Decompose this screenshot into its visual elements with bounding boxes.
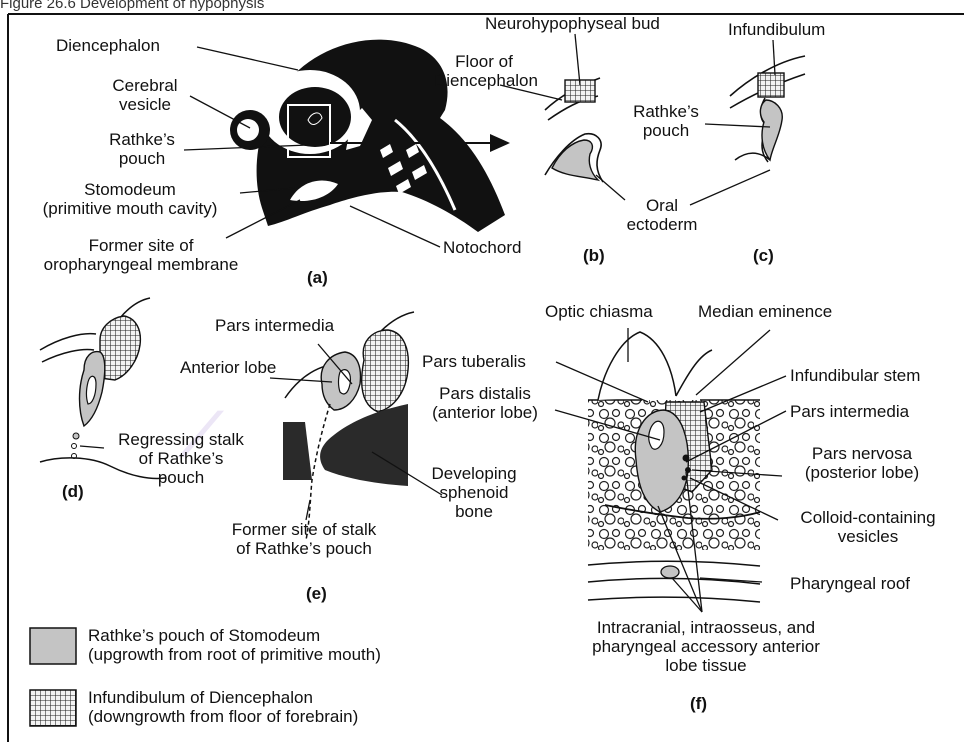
label-colloid-line2: vesicles: [780, 527, 956, 546]
label-sphenoid-line3: bone: [430, 502, 518, 521]
label-anterior-lobe: Anterior lobe: [180, 358, 276, 377]
label-accessory-line2: pharyngeal accessory anterior: [556, 637, 856, 656]
label-rathkes-pouch-bc-line2: pouch: [625, 121, 707, 140]
panel-a-tag: (a): [307, 268, 328, 287]
legend-rathke-swatch: [30, 628, 76, 664]
label-pars-distalis: Pars distalis (anterior lobe): [416, 384, 554, 422]
panel-e-tag: (e): [306, 584, 327, 603]
label-stomodeum-line2: (primitive mouth cavity): [22, 199, 238, 218]
label-rathkes-pouch-bc-line1: Rathke’s: [625, 102, 707, 121]
label-pars-nervosa: Pars nervosa (posterior lobe): [782, 444, 942, 482]
header-cut-text: Figure 26.6 Development of hypophysis: [0, 0, 420, 14]
label-floor-of-diencephalon: Floor of Diencephalon: [434, 52, 534, 90]
label-stomodeum-line1: Stomodeum: [22, 180, 238, 199]
legend-infundibulum-text: Infundibulum of Diencephalon (downgrowth…: [88, 688, 358, 726]
label-pars-intermedia-f: Pars intermedia: [790, 402, 909, 421]
label-cerebral-vesicle: Cerebral vesicle: [100, 76, 190, 114]
label-cerebral-vesicle-line2: vesicle: [100, 95, 190, 114]
label-accessory-line3: lobe tissue: [556, 656, 856, 675]
label-pars-distalis-line2: (anterior lobe): [416, 403, 554, 422]
label-sphenoid-line1: Developing: [430, 464, 518, 483]
label-colloid-line1: Colloid-containing: [780, 508, 956, 527]
label-pars-distalis-line1: Pars distalis: [416, 384, 554, 403]
label-median-eminence: Median eminence: [698, 302, 832, 321]
label-pars-intermedia-e: Pars intermedia: [215, 316, 334, 335]
label-pars-nervosa-line2: (posterior lobe): [782, 463, 942, 482]
label-oral-ectoderm-line2: ectoderm: [622, 215, 702, 234]
panel-b-tag: (b): [583, 246, 605, 265]
label-former-site-line2: oropharyngeal membrane: [30, 255, 252, 274]
label-accessory-line1: Intracranial, intraosseus, and: [556, 618, 856, 637]
label-former-stalk-line2: of Rathke’s pouch: [200, 539, 408, 558]
panel-d-tag: (d): [62, 482, 84, 501]
label-neurohypophyseal-bud: Neurohypophyseal bud: [485, 14, 660, 33]
legend-rathke-text: Rathke’s pouch of Stomodeum (upgrowth fr…: [88, 626, 381, 664]
label-developing-sphenoid-bone: Developing sphenoid bone: [430, 464, 518, 521]
legend-infundibulum-line1: Infundibulum of Diencephalon: [88, 688, 358, 707]
label-rathkes-pouch-bc: Rathke’s pouch: [625, 102, 707, 140]
label-former-site-line1: Former site of: [30, 236, 252, 255]
arrow-head: [490, 134, 510, 152]
label-pars-nervosa-line1: Pars nervosa: [782, 444, 942, 463]
label-former-site-oropharyngeal: Former site of oropharyngeal membrane: [30, 236, 252, 274]
label-regressing-stalk: Regressing stalk of Rathke’s pouch: [106, 430, 256, 487]
label-infundibular-stem: Infundibular stem: [790, 366, 920, 385]
label-diencephalon: Diencephalon: [56, 36, 160, 55]
legend-rathke-line2: (upgrowth from root of primitive mouth): [88, 645, 381, 664]
label-rathkes-pouch-a: Rathke’s pouch: [100, 130, 184, 168]
panel-d-leader: [80, 446, 104, 448]
label-floor-line2: Diencephalon: [434, 71, 534, 90]
panel-c-drawing: [730, 56, 805, 162]
label-former-site-stalk: Former site of stalk of Rathke’s pouch: [200, 520, 408, 558]
label-stomodeum: Stomodeum (primitive mouth cavity): [22, 180, 238, 218]
label-regressing-line1: Regressing stalk: [106, 430, 256, 449]
label-accessory-tissue: Intracranial, intraosseus, and pharyngea…: [556, 618, 856, 675]
label-pars-tuberalis: Pars tuberalis: [422, 352, 526, 371]
label-regressing-line3: pouch: [106, 468, 256, 487]
label-optic-chiasma: Optic chiasma: [545, 302, 653, 321]
label-oral-ectoderm: Oral ectoderm: [622, 196, 702, 234]
label-cerebral-vesicle-line1: Cerebral: [100, 76, 190, 95]
label-notochord: Notochord: [443, 238, 521, 257]
label-oral-ectoderm-line1: Oral: [622, 196, 702, 215]
legend-infundibulum-line2: (downgrowth from floor of forebrain): [88, 707, 358, 726]
panel-f-tag: (f): [690, 694, 707, 713]
label-infundibulum: Infundibulum: [728, 20, 825, 39]
label-rathkes-pouch-a-line1: Rathke’s: [100, 130, 184, 149]
panel-f-drawing: [588, 332, 760, 602]
legend-infundibulum-swatch: [30, 690, 76, 726]
label-pharyngeal-roof: Pharyngeal roof: [790, 574, 910, 593]
label-rathkes-pouch-a-line2: pouch: [100, 149, 184, 168]
label-floor-line1: Floor of: [434, 52, 534, 71]
label-regressing-line2: of Rathke’s: [106, 449, 256, 468]
panel-b-drawing: [545, 78, 603, 182]
label-former-stalk-line1: Former site of stalk: [200, 520, 408, 539]
panel-e-drawing: [283, 312, 414, 540]
panel-c-tag: (c): [753, 246, 774, 265]
label-sphenoid-line2: sphenoid: [430, 483, 518, 502]
legend-rathke-line1: Rathke’s pouch of Stomodeum: [88, 626, 381, 645]
label-colloid-vesicles: Colloid-containing vesicles: [780, 508, 956, 546]
